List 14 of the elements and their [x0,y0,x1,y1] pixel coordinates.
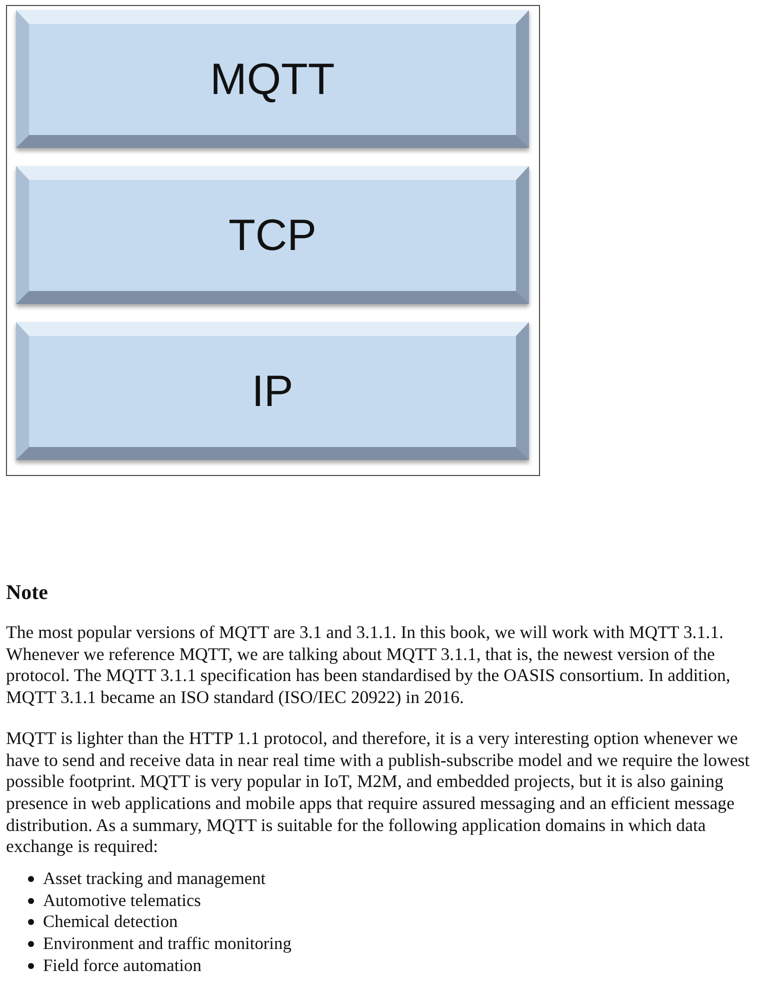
note-heading: Note [6,579,49,605]
paragraph: MQTT is lighter than the HTTP 1.1 protocol, and therefore, it is a very interesting option whenever we have to send and receive data in near real time with a publish-subscribe model and we require the lowest possible footprint. MQTT is very popular in IoT, M2M, and embedded projects, but it is also gaining presence in web applications and mobile apps that require assured messaging and an efficient message distribution. As a summary, MQTT is suitable for the following application domains in which data exchange is required: [6,728,751,858]
layer-box [16,322,529,460]
layer-label: IP [252,370,294,414]
list-item: Chemical detection [43,911,178,934]
paragraph: The most popular versions of MQTT are 3.1 and 3.1.1. In this book, we will work with MQTT 3.1.1. Whenever we reference MQTT, we are talking about MQTT 3.1.1, that is, the newest version of the protocol. The MQTT 3.1.1 specification has been standardised by the OASIS consortium. In addition, MQTT 3.1.1 became an ISO standard (ISO/IEC 20922) in 2016. [6,622,732,709]
list-item: Environment and traffic monitoring [43,933,292,955]
layer-box [16,10,529,148]
layer-box [16,166,529,304]
list-item: Automotive telematics [43,890,201,912]
list-item: Asset tracking and management [43,868,266,890]
list-item: Field force automation [43,954,202,976]
layer-label: MQTT [210,58,335,102]
layer-label: TCP [228,214,316,258]
